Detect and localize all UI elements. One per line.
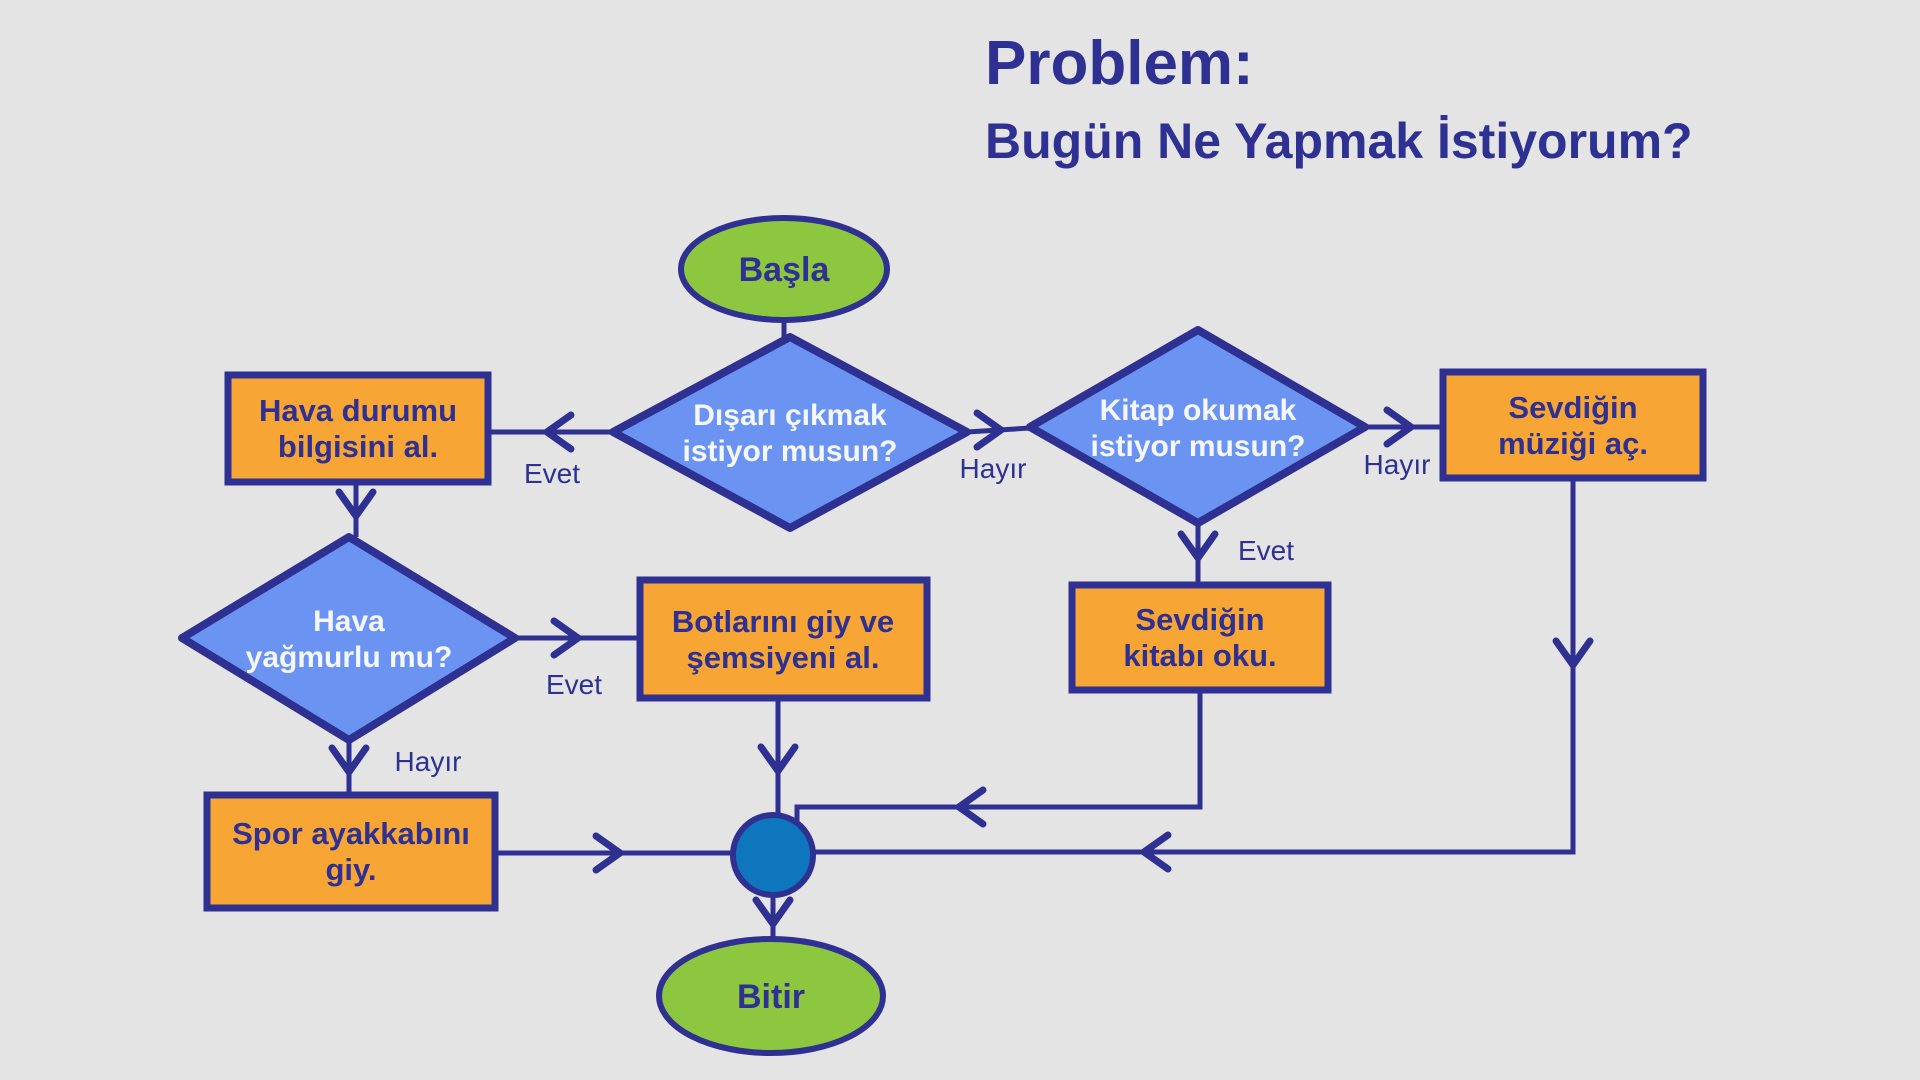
junction-connector	[730, 812, 816, 898]
node-question-go-outside-line2: istiyor musun?	[682, 435, 897, 468]
node-read-book: Sevdiğin kitabı oku.	[1068, 581, 1332, 694]
node-start: Başla	[678, 215, 890, 323]
label-outside-yes: Evet	[524, 458, 580, 489]
arrow-down-icon	[1552, 637, 1594, 669]
node-question-read-book-line2: istiyor musun?	[1090, 430, 1305, 463]
label-rainy-no: Hayır	[395, 746, 462, 777]
page-title: Problem:	[985, 29, 1254, 98]
label-book-yes: Evet	[1238, 535, 1294, 566]
arrow-down-icon	[328, 744, 370, 776]
arrow-right-icon	[1383, 406, 1415, 448]
node-play-music: Sevdiğin müziği aç.	[1439, 368, 1707, 482]
arrow-down-icon	[757, 743, 799, 775]
node-question-read-book: Kitap okumak istiyor musun?	[1026, 326, 1369, 527]
node-read-book-line2: kitabı oku.	[1123, 638, 1276, 673]
node-get-weather-line1: Hava durumu	[259, 393, 457, 428]
node-play-music-line2: müziği aç.	[1498, 426, 1648, 461]
node-wear-sneakers: Spor ayakkabını giy.	[203, 791, 499, 912]
node-wear-sneakers-line1: Spor ayakkabını	[232, 816, 470, 851]
node-question-rainy: Hava yağmurlu mu?	[178, 533, 519, 744]
node-question-rainy-line2: yağmurlu mu?	[246, 641, 453, 674]
edge-music-to-junction	[814, 478, 1576, 855]
arrow-right-icon	[550, 617, 582, 659]
node-wear-boots: Botlarını giy ve şemsiyeni al.	[636, 576, 931, 702]
arrow-down-icon	[1177, 530, 1219, 562]
arrow-left-icon	[955, 786, 987, 828]
node-question-rainy-line1: Hava	[313, 605, 385, 638]
label-book-no: Hayır	[1364, 449, 1431, 480]
node-start-label: Başla	[739, 251, 831, 289]
page-subtitle: Bugün Ne Yapmak İstiyorum?	[985, 113, 1693, 169]
arrow-left-icon	[543, 411, 575, 453]
label-outside-no: Hayır	[960, 453, 1027, 484]
node-wear-sneakers-line2: giy.	[325, 852, 376, 887]
label-rainy-yes: Evet	[546, 669, 602, 700]
edge-readbook-to-junction	[794, 690, 1203, 824]
arrow-right-icon	[973, 409, 1005, 451]
node-wear-boots-line2: şemsiyeni al.	[686, 640, 879, 675]
arrow-down-icon	[335, 488, 377, 520]
node-get-weather: Hava durumu bilgisini al.	[224, 371, 492, 486]
arrow-left-icon	[1140, 831, 1172, 873]
node-get-weather-line2: bilgisini al.	[278, 429, 438, 464]
arrow-down-icon	[752, 896, 794, 928]
arrow-right-icon	[592, 832, 624, 874]
node-question-go-outside-line1: Dışarı çıkmak	[693, 399, 887, 432]
node-end: Bitir	[656, 936, 886, 1056]
node-question-go-outside: Dışarı çıkmak istiyor musun?	[609, 333, 971, 532]
node-wear-boots-line1: Botlarını giy ve	[672, 604, 894, 639]
node-read-book-line1: Sevdiğin	[1135, 602, 1264, 637]
node-end-label: Bitir	[737, 978, 805, 1016]
node-question-read-book-line1: Kitap okumak	[1100, 394, 1297, 427]
node-play-music-line1: Sevdiğin	[1508, 390, 1637, 425]
